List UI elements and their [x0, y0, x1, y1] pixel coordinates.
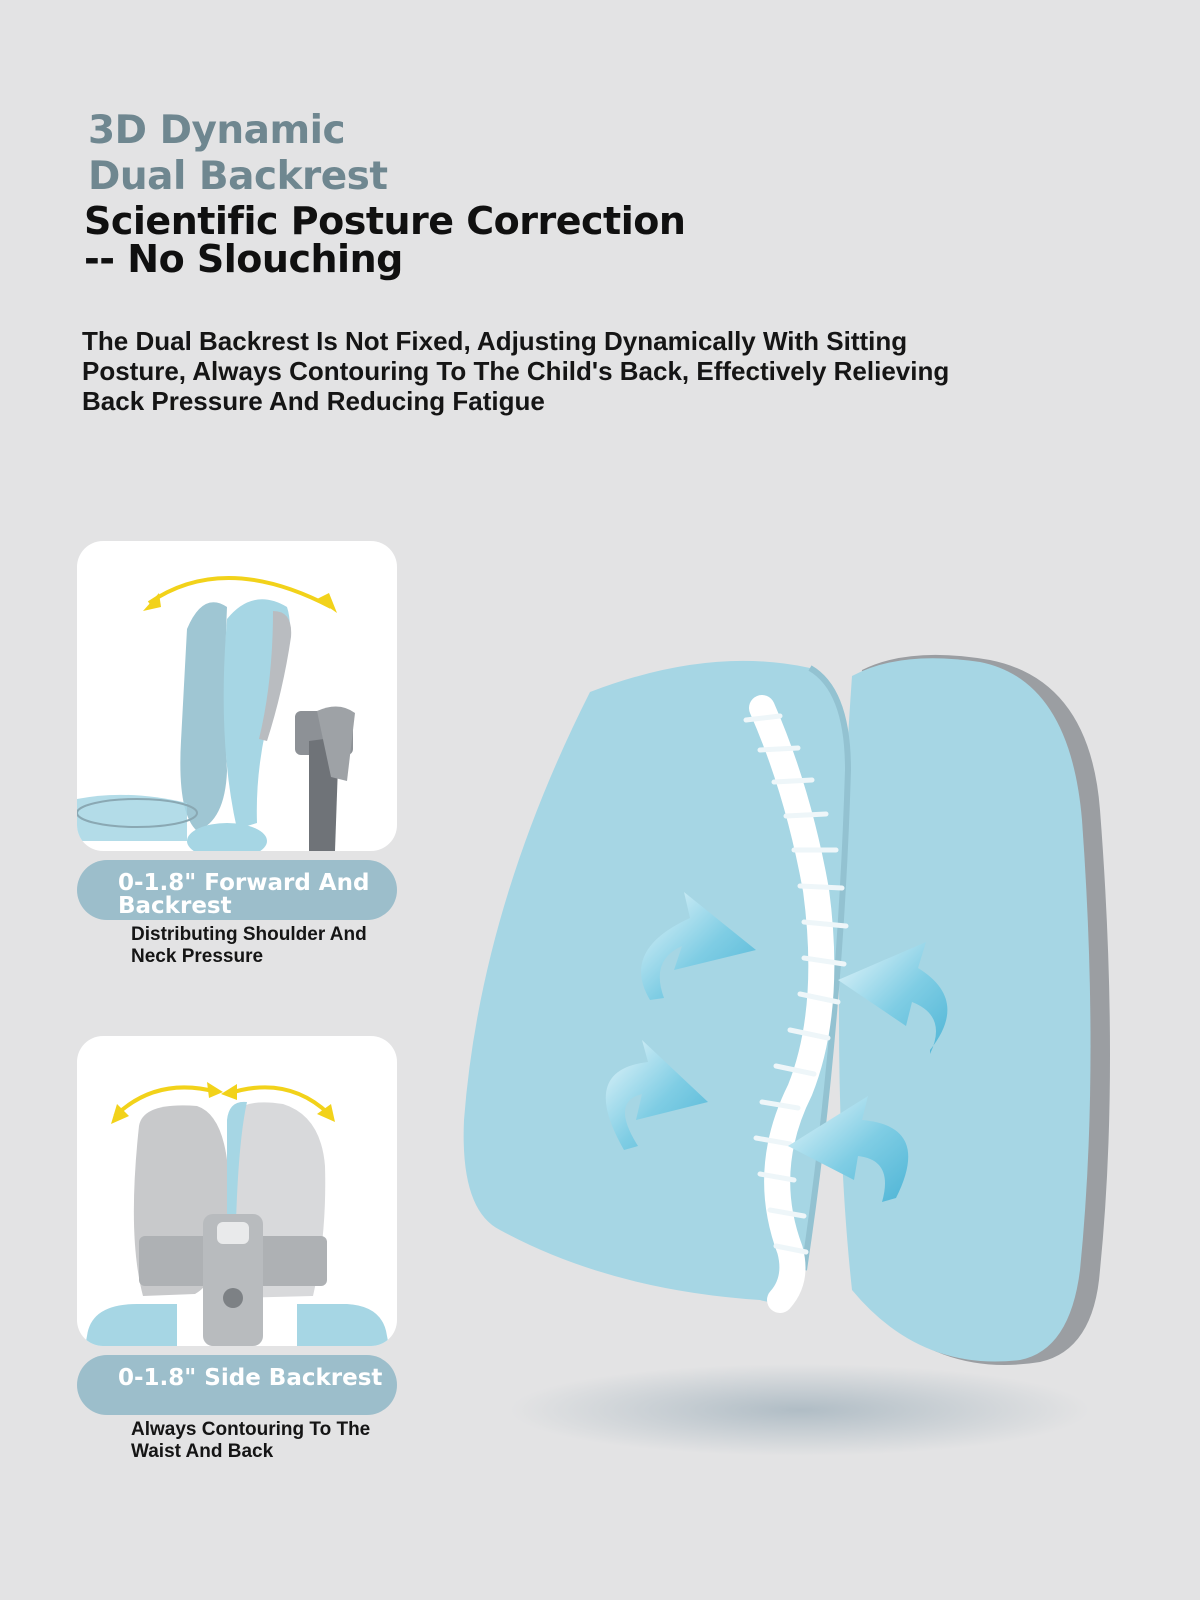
feature-caption-side: Always Contouring To The Waist And Back: [131, 1419, 371, 1462]
description: The Dual Backrest Is Not Fixed, Adjustin…: [82, 326, 950, 416]
feature-pill-side: 0-1.8" Side Backrest: [77, 1355, 397, 1415]
dual-backrest-illustration: [463, 654, 1110, 1456]
chair-back-view-illustration: [85, 1082, 389, 1346]
rotate-arrow-icon: [605, 892, 948, 1202]
headline: 3D Dynamic Dual Backrest Scientific Post…: [84, 108, 728, 278]
chair-side-view-illustration: [77, 575, 355, 851]
double-arrow-icon: [147, 575, 332, 609]
feature-image-forward: [77, 541, 397, 851]
feature-caption-forward: Distributing Shoulder And Neck Pressure: [131, 924, 367, 967]
right-cushion: [839, 658, 1091, 1362]
headline-accent: 3D Dynamic Dual Backrest: [88, 108, 388, 199]
feature-image-side: [77, 1036, 397, 1346]
headline-main: Scientific Posture Correction -- No Slou…: [84, 199, 686, 281]
double-arrow-icon: [113, 1085, 218, 1118]
cushion-shadow: [510, 1364, 1090, 1456]
feature-pill-forward: 0-1.8" Forward And Backrest: [77, 860, 397, 920]
